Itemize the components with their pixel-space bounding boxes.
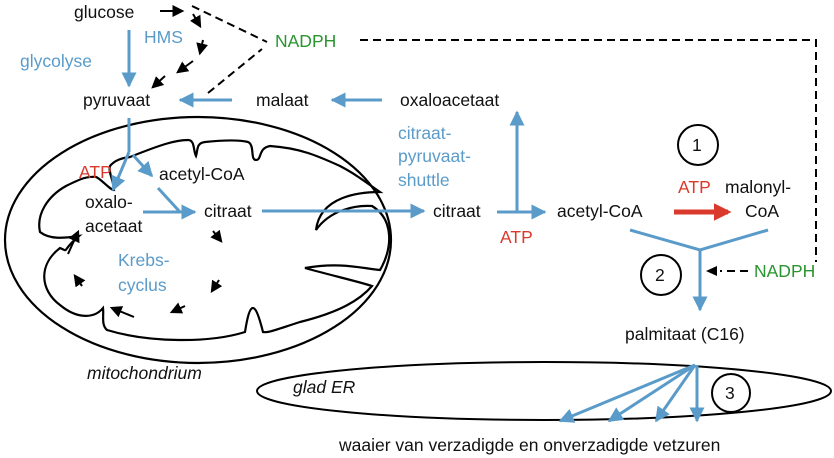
shuttle-label-line2: pyruvaat-: [398, 146, 471, 166]
acetylcoa-mito-label: acetyl-CoA: [159, 164, 245, 184]
shuttle-label-line1: citraat-: [398, 123, 452, 143]
mitochondrion-outer-membrane: [3, 115, 393, 365]
krebs-label-line2: cyclus: [118, 275, 167, 295]
glycolyse-label: glycolyse: [20, 51, 92, 71]
acetyl-malonyl-merge: [629, 228, 769, 252]
elongation-arrow-2: [607, 363, 696, 423]
hms-arrow-5: [151, 75, 166, 89]
step-2-circle: [640, 254, 682, 296]
krebs-arrow-6: [67, 229, 80, 255]
nadph-transport-line: [360, 39, 817, 262]
blue-pathways: [111, 30, 769, 423]
krebs-arrow-2: [210, 279, 223, 294]
step-circles: [640, 124, 751, 413]
elongation-arrow-1: [558, 363, 696, 423]
malonyl-label-line2: CoA: [745, 201, 779, 221]
shuttle-label-line3: shuttle: [398, 170, 450, 190]
hms-arrows: [151, 5, 209, 89]
step-3-number: 3: [725, 383, 735, 403]
step-1-number: 1: [692, 135, 702, 155]
acetylcoa-cyto-label: acetyl-CoA: [557, 201, 643, 221]
pyruvaat-to-oxaloacetaat-arrow: [111, 151, 131, 192]
hms-label: HMS: [144, 27, 183, 47]
glucose-label: glucose: [74, 2, 134, 22]
krebs-arrow-5: [73, 274, 86, 288]
oxaloacetaat-cyto-label: oxaloacetaat: [400, 90, 499, 110]
atp-shuttle-label: ATP: [500, 227, 533, 247]
nadph-top-label: NADPH: [275, 31, 336, 51]
nadph-from-hms: [191, 5, 268, 43]
step-2-number: 2: [655, 265, 665, 285]
waaier-label: waaier van verzadigde en onverzadigde ve…: [338, 435, 720, 455]
step-3-circle: [711, 373, 751, 413]
acetylcoa-to-citraat-line: [156, 186, 182, 214]
hms-arrow-4: [176, 60, 194, 74]
hms-arrow-2: [189, 13, 202, 29]
smooth-er: [256, 361, 832, 421]
krebs-label-line1: Krebs-: [118, 250, 170, 270]
atp-mito-label: ATP: [79, 162, 112, 182]
oxalo-label-line1: oxalo-: [85, 192, 133, 212]
krebs-arrow-4: [109, 306, 135, 318]
citraat-cyto-label: citraat: [433, 201, 481, 221]
nadph-step2-arrowhead: [706, 266, 717, 276]
palmitaat-label: palmitaat (C16): [625, 324, 745, 344]
atp-step1-label: ATP: [678, 177, 711, 197]
krebs-cycle-arrows: [67, 229, 223, 318]
glad-er-label: glad ER: [293, 377, 356, 397]
nadph-dashed-lines: [191, 5, 817, 272]
malaat-label: malaat: [256, 90, 309, 110]
mitochondrion-inner-membrane: [38, 138, 391, 342]
mitochondrium-label: mitochondrium: [87, 363, 202, 383]
elongation-arrow-3: [654, 364, 697, 423]
step-1-circle: [677, 124, 719, 166]
nadph-from-pyruvaat: [207, 48, 263, 94]
pyruvaat-label: pyruvaat: [83, 90, 150, 110]
citraat-mito-label: citraat: [204, 201, 252, 221]
malonyl-label-line1: malonyl-: [725, 177, 791, 197]
krebs-arrow-3: [169, 302, 186, 314]
pyruvaat-to-acetylcoa-arrow: [131, 153, 154, 178]
nadph-step2-label: NADPH: [754, 261, 815, 281]
krebs-arrow-1: [210, 229, 223, 243]
oxalo-label-line2: acetaat: [85, 216, 143, 236]
hms-arrow-3: [196, 39, 209, 56]
mitochondrion: [3, 115, 393, 365]
